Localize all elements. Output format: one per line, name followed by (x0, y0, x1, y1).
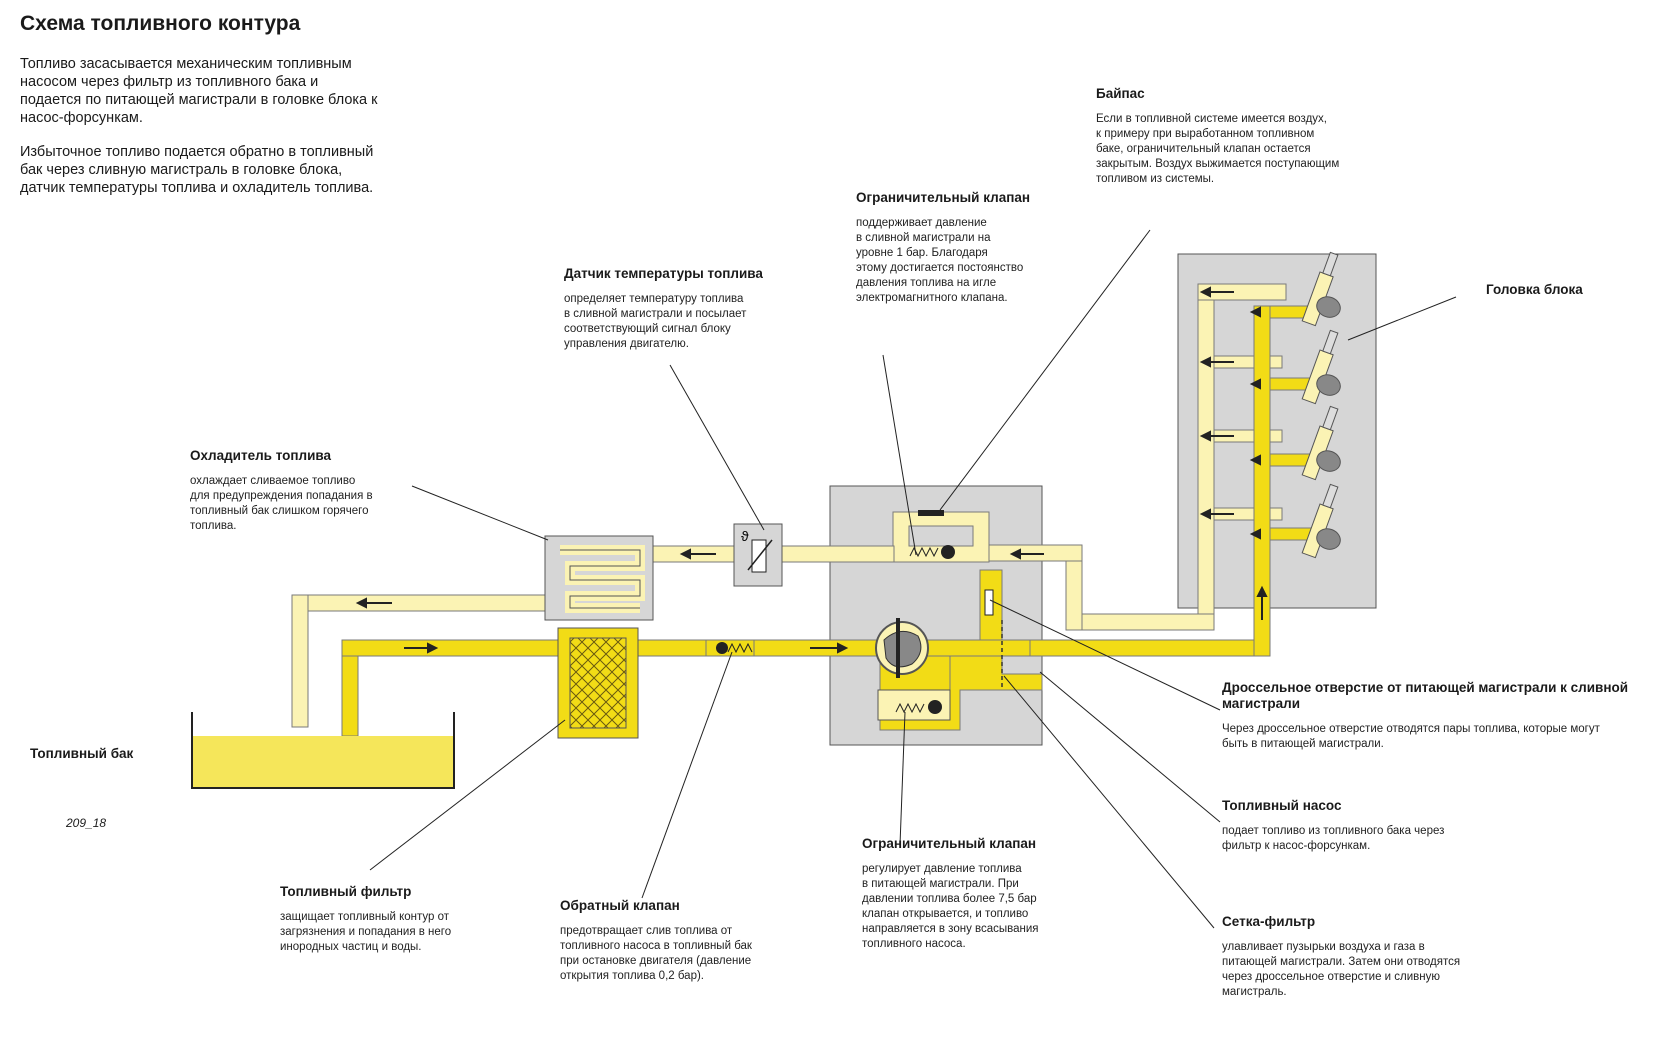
label-cooler: Охладитель топлива охлаждает сливаемое т… (190, 448, 373, 534)
label-title: Топливный насос (1222, 798, 1342, 813)
label-title: Дроссельное отверстие от питающей магист… (1222, 680, 1629, 711)
intro-text: Топливо засасывается механическим топлив… (20, 55, 380, 213)
label-title: Байпас (1096, 86, 1145, 101)
label-bypass: Байпас Если в топливной системе имеется … (1096, 86, 1339, 187)
label-pump: Топливный насос подает топливо из топлив… (1222, 798, 1444, 854)
label-tank: Топливный бак (30, 746, 133, 762)
flow-arrows (355, 286, 1268, 654)
label-text: регулирует давление топлива в питающей м… (862, 863, 1039, 950)
label-title: Топливный бак (30, 746, 134, 761)
label-title: Головка блока (1486, 282, 1583, 297)
temperature-symbol: ϑ (741, 528, 749, 544)
page-title: Схема топливного контура (20, 12, 301, 35)
supply-line (341, 305, 1313, 737)
label-text: защищает топливный контур от загрязнения… (280, 911, 452, 953)
label-text: Если в топливной системе имеется воздух,… (1096, 113, 1340, 185)
label-title: Обратный клапан (560, 898, 680, 913)
label-text: подает топливо из топливного бака через … (1222, 825, 1445, 852)
fuel-cooler (544, 535, 654, 621)
label-title: Ограничительный клапан (856, 190, 1031, 205)
check-valve (705, 639, 755, 657)
label-check-valve: Обратный клапан предотвращает слив топли… (560, 898, 752, 984)
label-title: Датчик температуры топлива (564, 266, 763, 281)
label-filter: Топливный фильтр защищает топливный конт… (280, 884, 451, 955)
temperature-sensor: ϑ (733, 523, 783, 587)
intro-paragraph: Топливо засасывается механическим топлив… (20, 56, 378, 126)
label-text: охлаждает сливаемое топливо для предупре… (190, 475, 373, 532)
return-line (291, 283, 1287, 728)
fuel-tank (191, 712, 455, 789)
label-strainer: Сетка-фильтр улавливает пузырьки воздуха… (1222, 914, 1460, 1000)
limit-valve-bottom (877, 689, 951, 721)
intro-paragraph: Избыточное топливо подается обратно в то… (20, 144, 374, 196)
label-text: определяет температуру топлива в сливной… (564, 293, 747, 350)
label-throttle: Дроссельное отверстие от питающей магист… (1222, 680, 1652, 752)
label-text: Через дроссельное отверстие отводятся па… (1222, 723, 1600, 750)
label-cylinder-head: Головка блока (1486, 282, 1583, 298)
label-limit-valve-top: Ограничительный клапан поддерживает давл… (856, 190, 1030, 306)
label-title: Ограничительный клапан (862, 836, 1037, 851)
throttle-bore (984, 589, 994, 616)
label-temperature-sensor: Датчик температуры топлива определяет те… (564, 266, 763, 352)
label-text: предотвращает слив топлива от топливного… (560, 925, 752, 982)
label-limit-valve-bottom: Ограничительный клапан регулирует давлен… (862, 836, 1039, 952)
injectors (1301, 251, 1341, 559)
figure-number: 209_18 (66, 816, 107, 830)
fuel-filter (557, 627, 639, 739)
label-text: улавливает пузырьки воздуха и газа в пит… (1222, 941, 1461, 998)
label-text: поддерживает давление в сливной магистра… (856, 217, 1024, 304)
leader-lines (369, 229, 1457, 929)
label-title: Охладитель топлива (190, 448, 332, 463)
label-title: Сетка-фильтр (1222, 914, 1316, 929)
label-title: Топливный фильтр (280, 884, 412, 899)
